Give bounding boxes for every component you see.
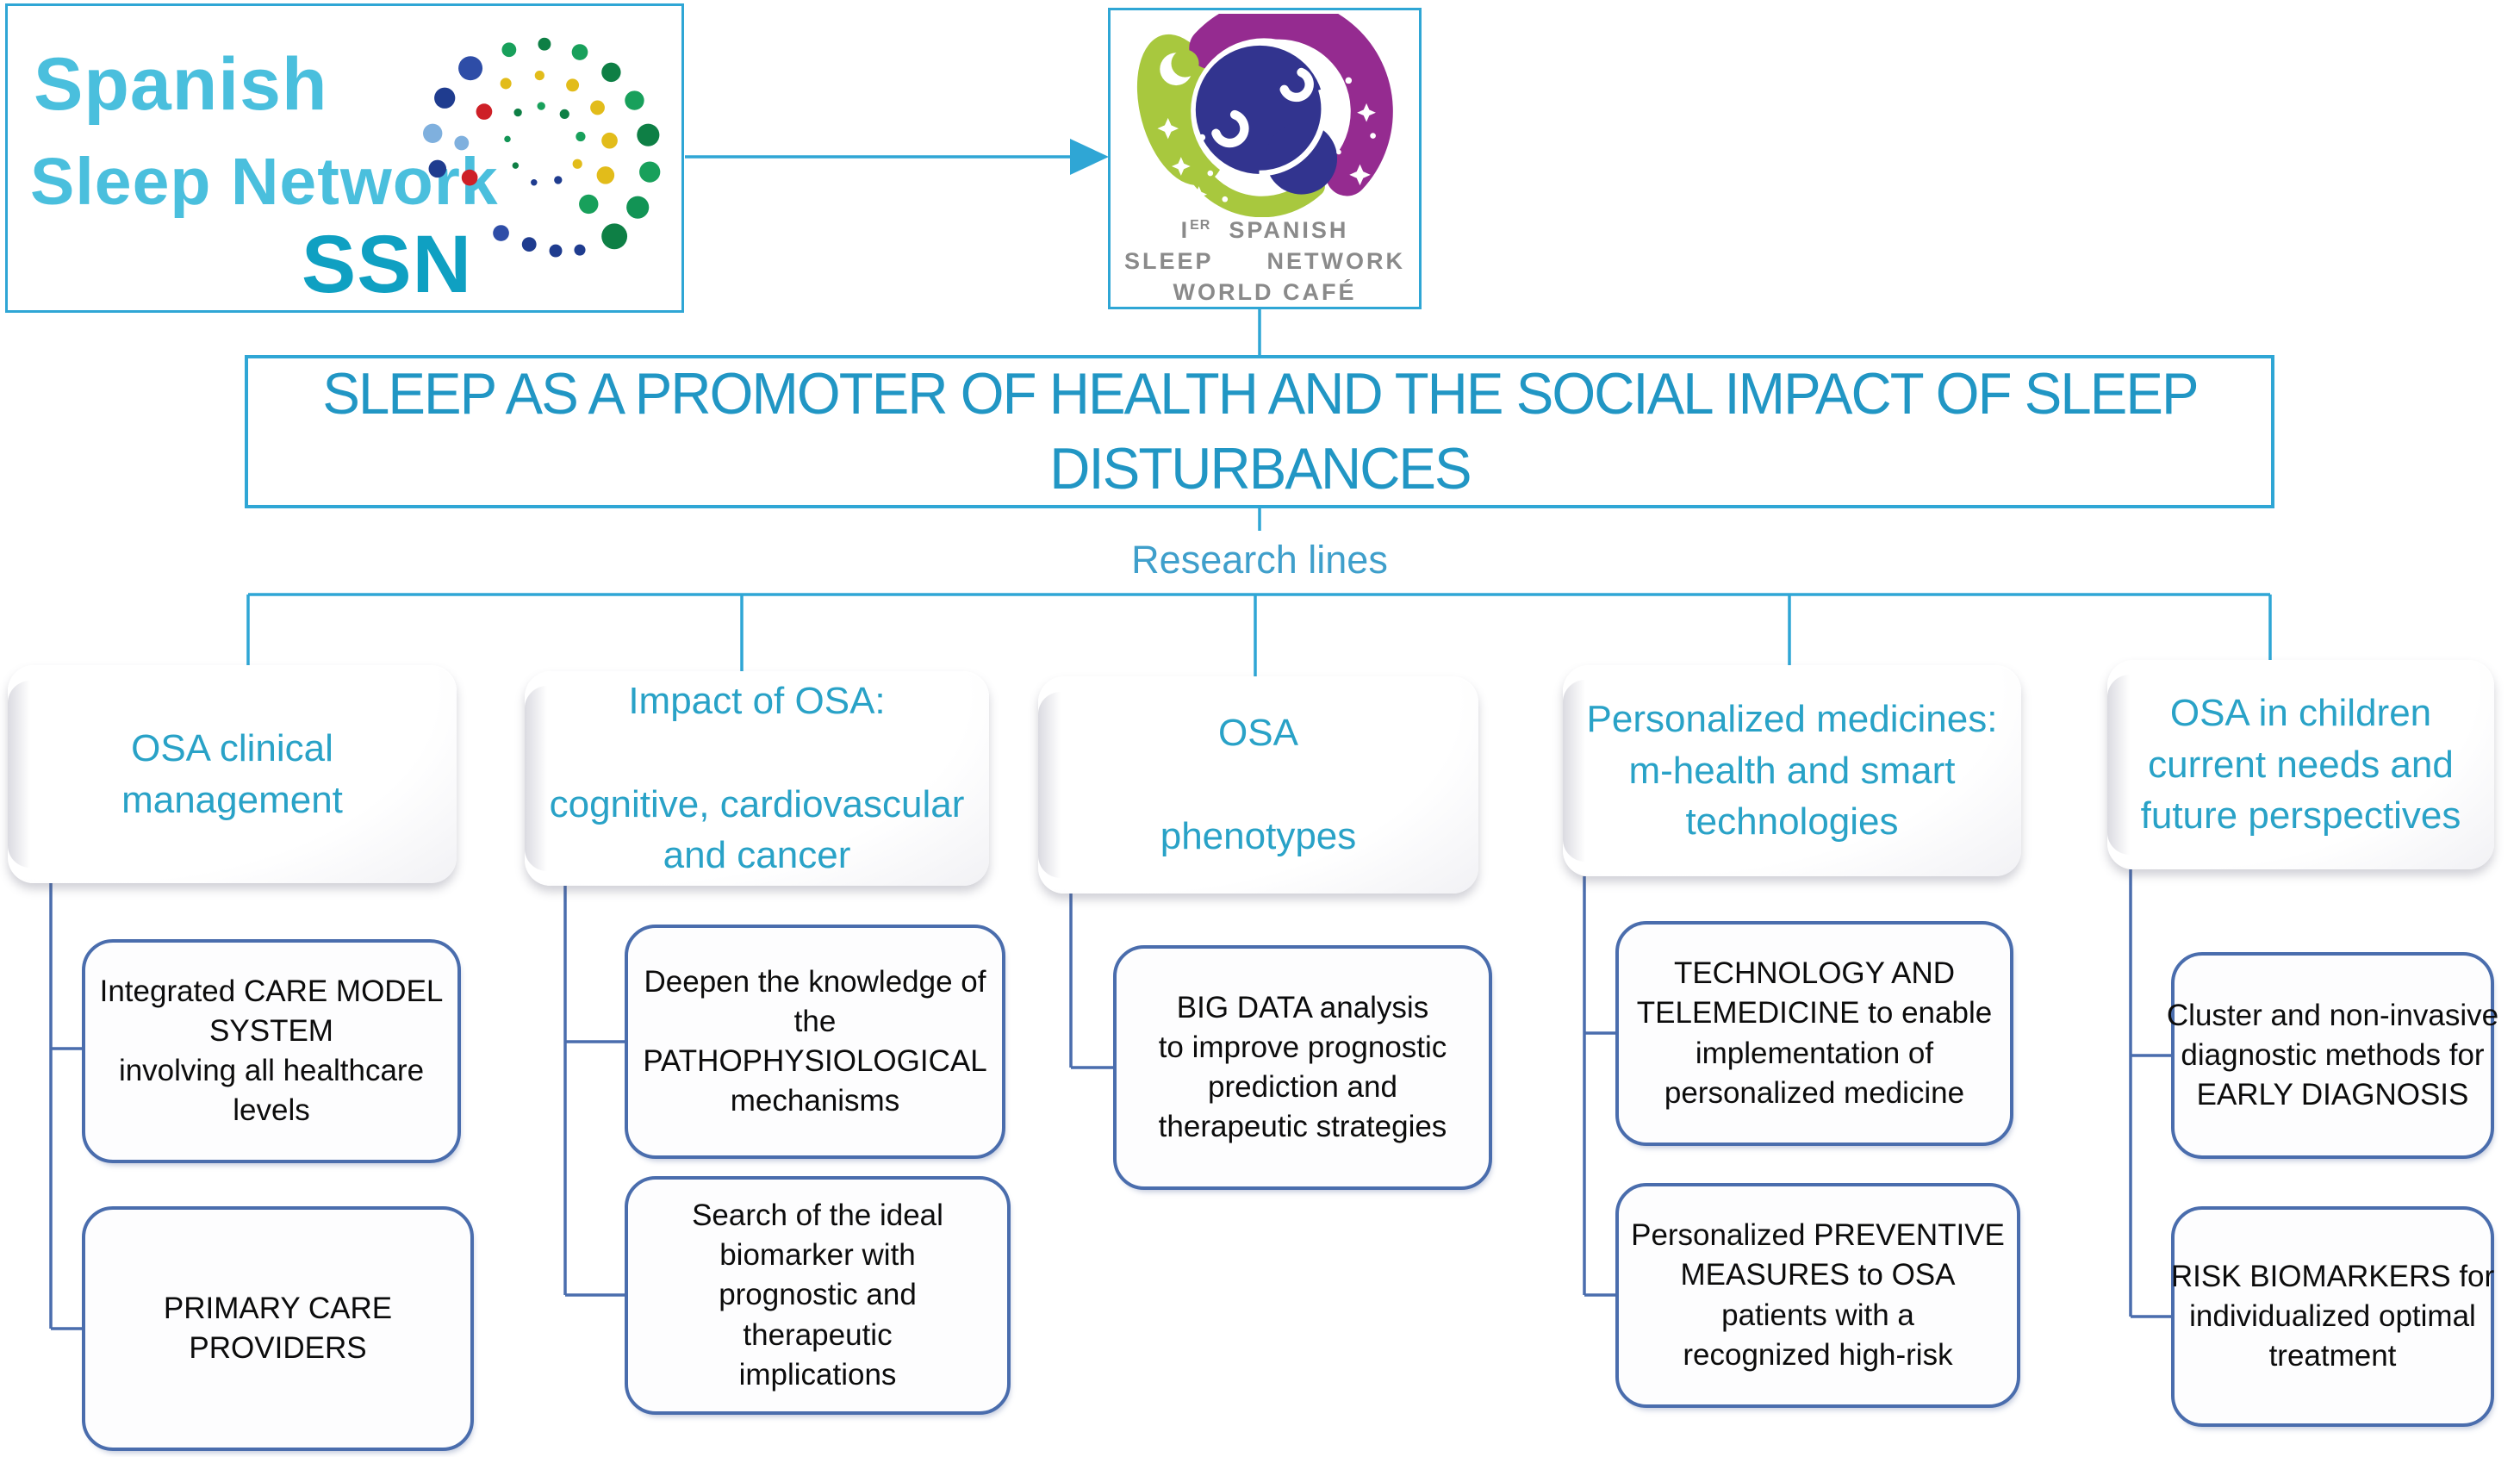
topic-pathophysiological-mechanisms: Deepen the knowledge of the PATHOPHYSIOL… (625, 925, 1005, 1159)
column-2-trunk (563, 886, 626, 1297)
topic-primary-care-providers: PRIMARY CARE PROVIDERS (82, 1206, 474, 1451)
world-cafe-logo-line1: IER SPANISH (1116, 215, 1414, 246)
column-1-trunk (49, 883, 84, 1330)
column-3-trunk (1069, 894, 1115, 1069)
column-4-trunk (1583, 876, 1617, 1297)
topic-big-data-analysis: BIG DATA analysis to improve prognostic … (1113, 945, 1492, 1190)
world-cafe-line1-rest: SPANISH (1229, 217, 1349, 243)
world-cafe-line2-right: NETWORK (1266, 248, 1405, 274)
ssn-logo-box: Spanish Sleep Network SSN (5, 3, 684, 313)
ssn-logo-acronym: SSN (301, 219, 473, 310)
main-title: SLEEP AS A PROMOTER OF HEALTH AND THE SO… (321, 360, 2199, 501)
topic-early-diagnosis-methods: Cluster and non-invasive diagnostic meth… (2167, 952, 2498, 1159)
topic-risk-biomarkers: RISK BIOMARKERS for individualized optim… (2171, 1206, 2494, 1427)
ssn-dot-spiral-icon (423, 37, 661, 258)
sleeping-face-logo-icon (1136, 14, 1393, 217)
research-line-osa-clinical-management: OSA clinical management (8, 665, 457, 883)
world-cafe-logo-line2: SLEEP NETWORK (1116, 246, 1414, 277)
world-cafe-logo-line3: WORLD CAFÉ (1173, 279, 1357, 305)
research-lines-label: Research lines (1131, 538, 1388, 582)
research-line-personalized-medicines: Personalized medicines: m-health and sma… (1563, 665, 2021, 876)
topic-preventive-measures: Personalized PREVENTIVE MEASURES to OSA … (1615, 1183, 2020, 1408)
topic-integrated-care-model: Integrated CARE MODEL SYSTEM involving a… (82, 939, 461, 1163)
topic-ideal-biomarker: Search of the ideal biomarker with progn… (625, 1176, 1011, 1415)
world-cafe-line2-left: SLEEP (1124, 248, 1214, 274)
ssn-logo-line2: Sleep Network (30, 145, 499, 219)
research-line-impact-of-osa: Impact of OSA: cognitive, cardiovascular… (525, 671, 989, 886)
world-cafe-ordinal: I (1180, 217, 1191, 243)
topic-technology-telemedicine: TECHNOLOGY AND TELEMEDICINE to enable im… (1615, 921, 2013, 1146)
world-cafe-logo-box: IER SPANISH SLEEP NETWORK WORLD CAFÉ (1108, 8, 1422, 309)
research-line-osa-phenotypes: OSA phenotypes (1038, 676, 1478, 894)
world-cafe-ordinal-sup: ER (1190, 218, 1211, 233)
ssn-logo-line1: Spanish (34, 43, 328, 126)
research-line-osa-in-children: OSA in children current needs and future… (2107, 660, 2494, 869)
main-title-box: SLEEP AS A PROMOTER OF HEALTH AND THE SO… (245, 355, 2274, 508)
right-arrow-icon (1070, 139, 1109, 175)
